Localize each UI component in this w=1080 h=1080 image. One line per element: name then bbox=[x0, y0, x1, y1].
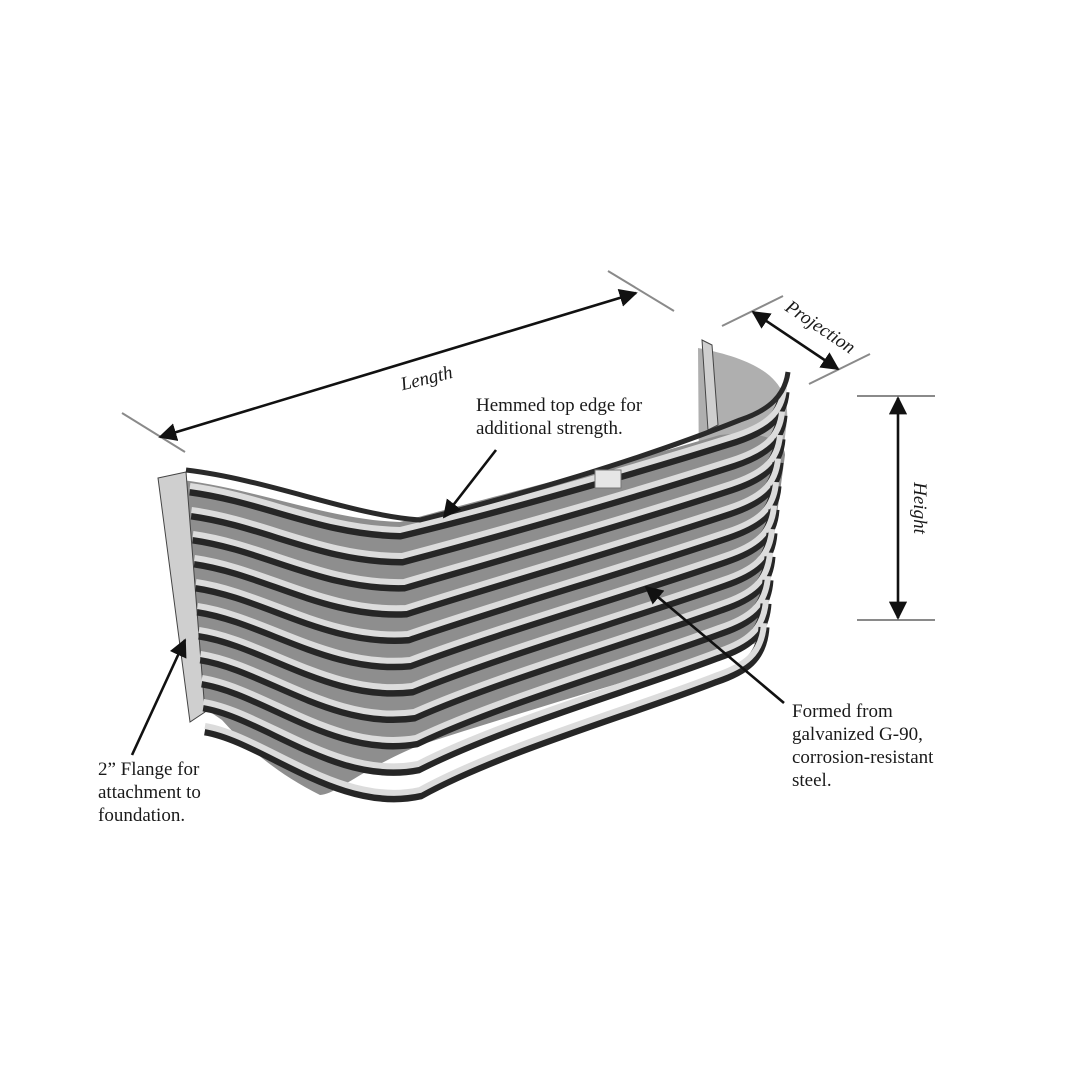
hemmed-top-edge bbox=[185, 371, 791, 523]
projection-guide-right bbox=[808, 353, 871, 385]
rib-highlight bbox=[197, 505, 777, 664]
rib-highlight bbox=[195, 481, 779, 638]
rib-highlight bbox=[192, 434, 783, 586]
rib-highlight bbox=[201, 575, 771, 743]
rib-shadow bbox=[195, 485, 782, 645]
rib-shadow bbox=[202, 603, 772, 776]
material-callout: Formed from galvanized G-90, corrosion-r… bbox=[792, 700, 933, 792]
hemmed-edge-callout: Hemmed top edge for additional strength. bbox=[476, 394, 642, 440]
height-label: Height bbox=[909, 481, 930, 534]
rib-highlight bbox=[194, 458, 781, 612]
material-line-4: steel. bbox=[792, 770, 832, 791]
rib-highlight bbox=[189, 387, 787, 534]
window-well-illustration bbox=[157, 339, 791, 803]
corrugation-ribs bbox=[189, 387, 790, 803]
material-line-3: corrosion-resistant bbox=[792, 747, 934, 768]
formed-callout-arrow bbox=[644, 585, 785, 704]
hemmed-line-2: additional strength. bbox=[476, 418, 623, 439]
rib-shadow bbox=[189, 391, 790, 540]
material-line-2: galvanized G-90, bbox=[792, 724, 923, 745]
flange-callout-arrow bbox=[130, 638, 187, 756]
rib-shadow bbox=[192, 438, 786, 592]
material-line-1: Formed from bbox=[792, 701, 893, 722]
length-guide-left bbox=[121, 412, 186, 453]
rib-shadow bbox=[193, 461, 784, 618]
projection-arrow bbox=[751, 310, 840, 371]
projection-label: Projection bbox=[780, 296, 858, 358]
rib-shadow bbox=[196, 508, 780, 671]
hemmed-callout-arrow bbox=[442, 449, 498, 519]
flange-line-3: foundation. bbox=[98, 805, 186, 826]
length-arrow bbox=[158, 289, 638, 441]
rib-shadow bbox=[201, 579, 774, 750]
rib-highlight bbox=[203, 599, 769, 770]
dimension-arrows bbox=[158, 289, 908, 620]
rib-highlight bbox=[191, 411, 785, 560]
flange-line-2: attachment to bbox=[98, 782, 201, 803]
rib-highlight bbox=[200, 552, 773, 717]
rib-shadow bbox=[203, 626, 770, 803]
hemmed-line-1: Hemmed top edge for bbox=[476, 395, 643, 416]
flange-line-1: 2” Flange for bbox=[98, 759, 200, 780]
length-guide-right bbox=[607, 270, 675, 312]
flange-callout: 2” Flange for attachment to foundation. bbox=[98, 758, 201, 827]
rib-shadow bbox=[199, 556, 776, 723]
manufacturer-tag bbox=[594, 469, 622, 489]
projection-guide-left bbox=[721, 295, 784, 327]
rib-shadow bbox=[198, 532, 778, 697]
right-flange bbox=[701, 339, 719, 431]
rib-shadow bbox=[190, 414, 788, 566]
callout-arrows bbox=[130, 449, 785, 756]
length-label: Length bbox=[398, 362, 455, 395]
rib-highlight bbox=[204, 622, 767, 796]
rib-highlight bbox=[198, 528, 775, 691]
